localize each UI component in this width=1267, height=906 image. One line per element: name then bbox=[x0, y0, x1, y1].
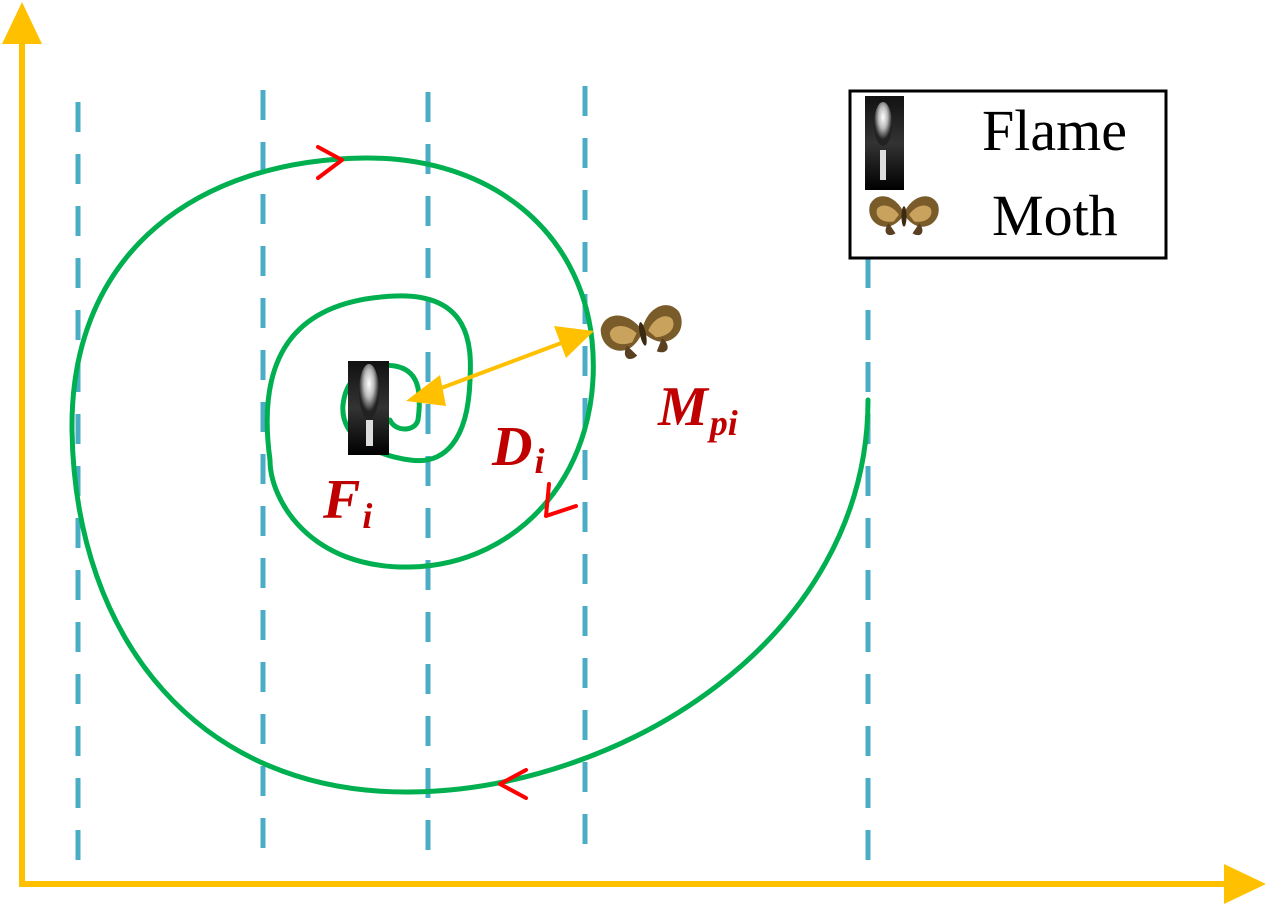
spiral-path bbox=[69, 155, 871, 795]
distance-arrowhead-flame bbox=[406, 375, 446, 406]
direction-arrow-right bbox=[544, 482, 578, 518]
legend-flame-label: Flame bbox=[982, 98, 1127, 163]
direction-arrows bbox=[316, 145, 578, 800]
direction-arrow-top bbox=[316, 145, 344, 180]
distance-arrowhead-moth bbox=[554, 326, 594, 358]
flame-label: Fi bbox=[322, 469, 372, 536]
legend: Flame Moth bbox=[848, 89, 1168, 260]
flame-icon bbox=[348, 361, 389, 455]
x-axis-arrowhead bbox=[1224, 864, 1266, 904]
direction-arrow-bottom bbox=[498, 768, 528, 800]
distance-arrow bbox=[406, 326, 594, 406]
moth-icon bbox=[597, 302, 688, 364]
moth-label: Mpi bbox=[657, 376, 738, 443]
dashed-grid-lines bbox=[75, 86, 871, 878]
distance-arrow-line bbox=[427, 337, 573, 395]
legend-moth-label: Moth bbox=[992, 183, 1118, 248]
distance-label: Di bbox=[491, 416, 544, 481]
legend-flame-icon bbox=[865, 96, 904, 190]
y-axis-arrowhead bbox=[2, 2, 42, 44]
